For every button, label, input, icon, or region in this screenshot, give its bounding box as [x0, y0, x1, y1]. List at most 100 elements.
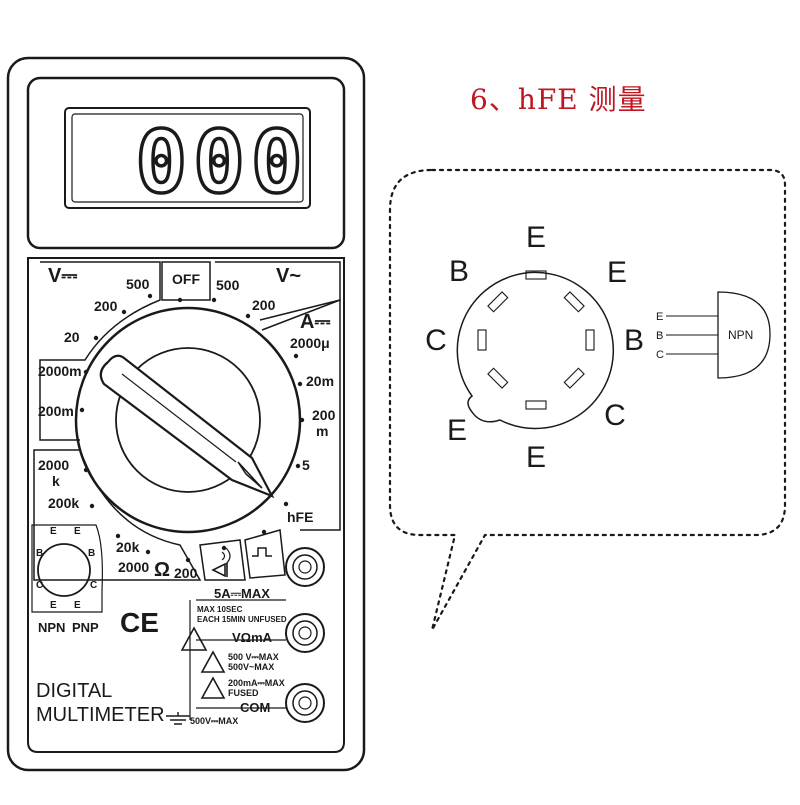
pinout-slot	[477, 329, 487, 351]
terminal-labels: 5A⎓MAX MAX 10SEC EACH 15MIN UNFUSED VΩmA…	[190, 586, 287, 726]
label-ohm-2000k: 2000	[38, 457, 69, 473]
terminal-w1: 500 V⎓MAX	[228, 652, 279, 662]
label-dca-header: A⎓	[300, 311, 330, 333]
socket-left-c: C	[36, 580, 43, 591]
label-dcv-200: 200	[94, 298, 118, 314]
dial-arrow-icon	[237, 461, 263, 489]
pin-c-left: C	[425, 324, 447, 357]
range-dot	[79, 407, 85, 413]
segment-a-dc-frame	[261, 298, 341, 531]
socket-left-e-top: E	[50, 526, 57, 537]
range-dot	[89, 503, 95, 509]
label-dca-5: 5	[302, 457, 310, 473]
pinout-slot	[563, 291, 585, 313]
pinout-labels: E B E C B E C E	[425, 221, 644, 474]
warning-triangle-icon	[200, 650, 226, 673]
warning-triangle-icon	[200, 676, 226, 699]
label-dcv-500: 500	[126, 276, 150, 292]
pin-e-left-bottom: E	[447, 414, 467, 447]
speech-bubble	[388, 168, 787, 631]
jack-vomma[interactable]	[285, 613, 325, 653]
label-dcv-200m: 200m	[38, 403, 74, 419]
label-ohm-200k: 200k	[48, 495, 79, 511]
npn-pin-c: C	[656, 349, 664, 361]
npn-body	[717, 291, 771, 379]
range-dot	[83, 467, 89, 473]
pinout-slot	[487, 291, 509, 313]
pinout-slot	[525, 270, 547, 280]
label-off: OFF	[172, 271, 200, 287]
pin-e-top: E	[526, 221, 546, 254]
jack-10a[interactable]	[285, 547, 325, 587]
npn-pin-e: E	[656, 311, 663, 323]
segment-off-frame	[161, 261, 211, 301]
lcd-reading: 000	[135, 113, 308, 213]
label-ohm-20k: 20k	[116, 539, 140, 555]
npn-pin-b: B	[656, 330, 663, 342]
range-dot	[245, 313, 251, 319]
label-dcv-20: 20	[64, 329, 80, 345]
multimeter-inner-bezel	[26, 76, 346, 250]
pinout-slot	[487, 367, 509, 389]
socket-right-e-top: E	[74, 526, 81, 537]
terminal-bracket	[189, 599, 286, 720]
socket-right-b: B	[88, 548, 95, 559]
brand-line1: DIGITAL	[36, 680, 112, 702]
pinout-socket	[456, 270, 615, 430]
socket-npn: NPN	[38, 620, 65, 635]
hfe-socket-frame	[31, 524, 103, 613]
label-dca-m: m	[316, 423, 328, 439]
label-dca-200: 200	[312, 407, 336, 423]
terminal-ground-rating: 500V⎓MAX	[190, 716, 238, 726]
segment-square-frame	[244, 529, 286, 579]
hfe-socket[interactable]	[37, 543, 91, 597]
multimeter-outer-case	[6, 56, 366, 772]
pin-b-left: B	[449, 255, 469, 288]
socket-left-b: B	[36, 548, 43, 559]
range-dot	[295, 463, 301, 469]
label-hfe: hFE	[287, 509, 313, 525]
range-dot	[283, 501, 289, 507]
terminal-fused: FUSED	[228, 688, 259, 698]
terminal-vomma: VΩmA	[232, 630, 273, 645]
range-dot	[147, 293, 153, 299]
label-acv-header: V~	[276, 265, 301, 287]
rotary-dial-inner	[115, 347, 261, 493]
range-dot	[221, 545, 227, 551]
segment-v-dc-frame	[39, 261, 161, 441]
segment-v-ac-frame	[215, 261, 341, 321]
range-dots	[79, 293, 305, 563]
pin-e-right: E	[607, 256, 627, 289]
label-dcv-header: V⎓	[48, 265, 77, 287]
segment-diode-frame	[199, 539, 246, 581]
pinout-socket-outline	[456, 271, 615, 430]
pinout-slot	[563, 367, 585, 389]
range-dot	[299, 417, 305, 423]
diode-icon	[211, 562, 228, 578]
jack-com[interactable]	[285, 683, 325, 723]
npn-labels: E B C NPN	[656, 311, 753, 361]
socket-left-e-bottom: E	[50, 600, 57, 611]
pin-b-right: B	[624, 324, 644, 357]
socket-pnp: PNP	[72, 620, 99, 635]
range-dot	[293, 353, 299, 359]
pinout-slots	[477, 270, 595, 410]
range-dot	[93, 335, 99, 341]
warning-triangle-icon	[180, 626, 208, 651]
terminal-w3: 200mA⎓MAX	[228, 678, 285, 688]
label-ohm-symbol: Ω	[154, 559, 170, 581]
range-dot	[121, 309, 127, 315]
npn-label: NPN	[728, 328, 753, 342]
lcd-window	[64, 107, 311, 209]
label-dcv-2000m: 2000m	[38, 363, 82, 379]
label-ohm-k: k	[52, 473, 60, 489]
range-dot	[115, 533, 121, 539]
terminal-w2: 500V~MAX	[228, 662, 274, 672]
label-ohm-200: 200	[174, 565, 198, 581]
socket-right-e-bottom: E	[74, 600, 81, 611]
brand-line2: MULTIMETER	[36, 704, 165, 726]
range-dot	[83, 369, 89, 375]
npn-transistor	[666, 291, 771, 379]
